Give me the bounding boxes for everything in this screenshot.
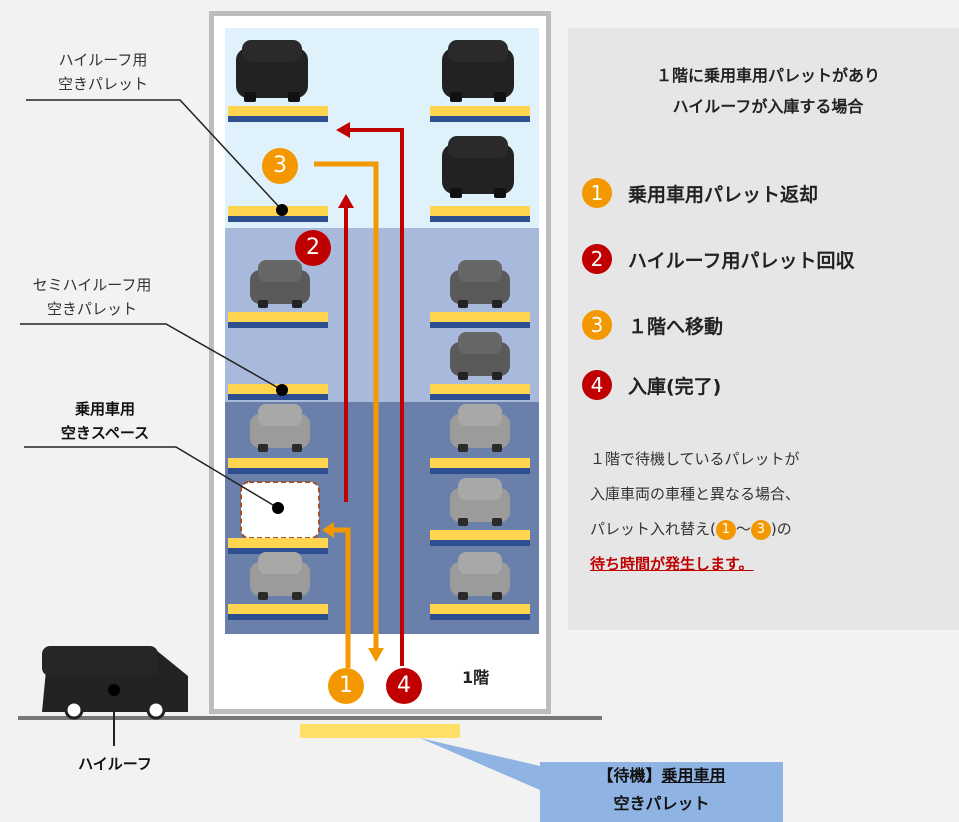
car-icon [442, 136, 514, 198]
label-sedan-space: 乗用車用 空きスペース [60, 400, 150, 442]
step-3: 3 １階へ移動 [582, 308, 723, 342]
car-icon [450, 332, 510, 380]
car-icon [450, 478, 510, 526]
step-number: 1 [582, 178, 612, 208]
car-icon [442, 40, 514, 102]
floor-label: 1階 [462, 668, 490, 687]
leader-line [24, 446, 279, 509]
label-semihighroof-pallet: セミハイルーフ用 空きパレット [32, 276, 152, 318]
marker-4: 4 [397, 673, 411, 698]
car-icon [450, 260, 510, 308]
car-icon [450, 404, 510, 452]
waiting-pallet-callout: 【待機】乗用車用 空きパレット [540, 762, 783, 822]
pallet [228, 458, 328, 474]
pallet [430, 458, 530, 474]
marker-3: 3 [273, 153, 287, 178]
pallet [430, 604, 530, 620]
car-icon [450, 552, 510, 600]
leader-line [20, 323, 283, 391]
highroof-van-icon [42, 646, 188, 720]
pallet [430, 206, 530, 222]
step-1: 1 乗用車用パレット返却 [582, 176, 818, 210]
step-2: 2 ハイルーフ用パレット回収 [582, 242, 854, 276]
car-icon [250, 404, 310, 452]
note-text: １階で待機しているパレットが 入庫車両の車種と異なる場合、 パレット入れ替え(1… [590, 442, 930, 582]
step-number: 2 [582, 244, 612, 274]
car-icon [236, 40, 308, 102]
step-number: 3 [582, 310, 612, 340]
pallet [430, 530, 530, 546]
step-4: 4 入庫(完了) [582, 368, 721, 402]
car-icon [250, 260, 310, 308]
label-highroof-pallet: ハイルーフ用 空きパレット [57, 51, 148, 93]
marker-1: 1 [339, 673, 353, 698]
arrow-step3 [314, 161, 379, 650]
car-icon [250, 552, 310, 600]
warning-text: 待ち時間が発生します。 [590, 555, 754, 573]
label-highroof-car: ハイルーフ [78, 755, 152, 773]
pallet [430, 384, 530, 400]
panel-title: １階に乗用車用パレットがあり ハイルーフが入庫する場合 [655, 66, 880, 116]
pallet [228, 604, 328, 620]
pallet [228, 538, 328, 554]
pallet [430, 312, 530, 328]
arrow-step4 [348, 128, 404, 666]
waiting-pallet [300, 724, 460, 738]
pallet [228, 312, 328, 328]
mini-marker-3: 3 [750, 519, 771, 540]
mini-marker-1: 1 [715, 519, 736, 540]
pallet [228, 106, 328, 122]
marker-2: 2 [306, 235, 320, 260]
step-text: ハイルーフ用パレット回収 [628, 249, 855, 272]
step-number: 4 [582, 370, 612, 400]
step-text: 乗用車用パレット返却 [628, 183, 819, 206]
callout-pointer [420, 738, 540, 790]
pallet [430, 106, 530, 122]
step-text: 入庫(完了) [628, 375, 722, 398]
step-text: １階へ移動 [628, 315, 724, 338]
leader-line [26, 99, 283, 211]
